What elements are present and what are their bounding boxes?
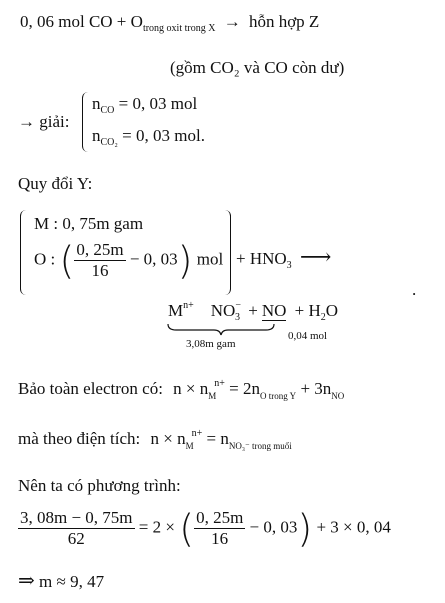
equation-heading: Nên ta có phương trình: [18,476,181,495]
eq-n-co: nCO = 0, 03 mol [92,94,198,116]
solve-label: → giải: [18,112,70,131]
reaction-line-1: 0, 06 mol CO + Otrong oxit trong X → hỗn… [20,12,319,34]
arrow: → [223,12,241,31]
products-line: Mn+ NO−3 +NO + H2O [168,300,339,323]
solve-brace [82,92,89,152]
o-subscript: trong oxit trong X [142,23,216,34]
system-right-brace [222,210,231,295]
reactants: 0, 06 mol CO + O [20,12,143,31]
system-dot: . [412,280,417,299]
system-left-brace [20,210,29,295]
product-z: hỗn hợp Z [248,12,320,31]
mass-label: 3,08m gam [186,338,236,350]
electron-balance: Bảo toàn electron có: n × nMn+ = 2nO tro… [18,378,345,401]
hno3-reactant: + HNO3 ⟶ [236,244,332,271]
mass-underbrace [167,323,275,336]
charge-balance: mà theo điện tích: n × nMn+ = nNO₃⁻ tron… [18,428,292,451]
no-label: 0,04 mol [288,330,328,342]
system-row-m: M : 0, 75m gam [34,214,144,233]
quy-doi-heading: Quy đổi Y: [18,174,93,193]
mixture-note: (gồm CO₂ và CO còn dư) [170,58,345,77]
eq-n-co2: nCO₂ = 0, 03 mol. [92,126,205,148]
result-line: ⇒ m ≈ 9, 47 [18,570,105,592]
